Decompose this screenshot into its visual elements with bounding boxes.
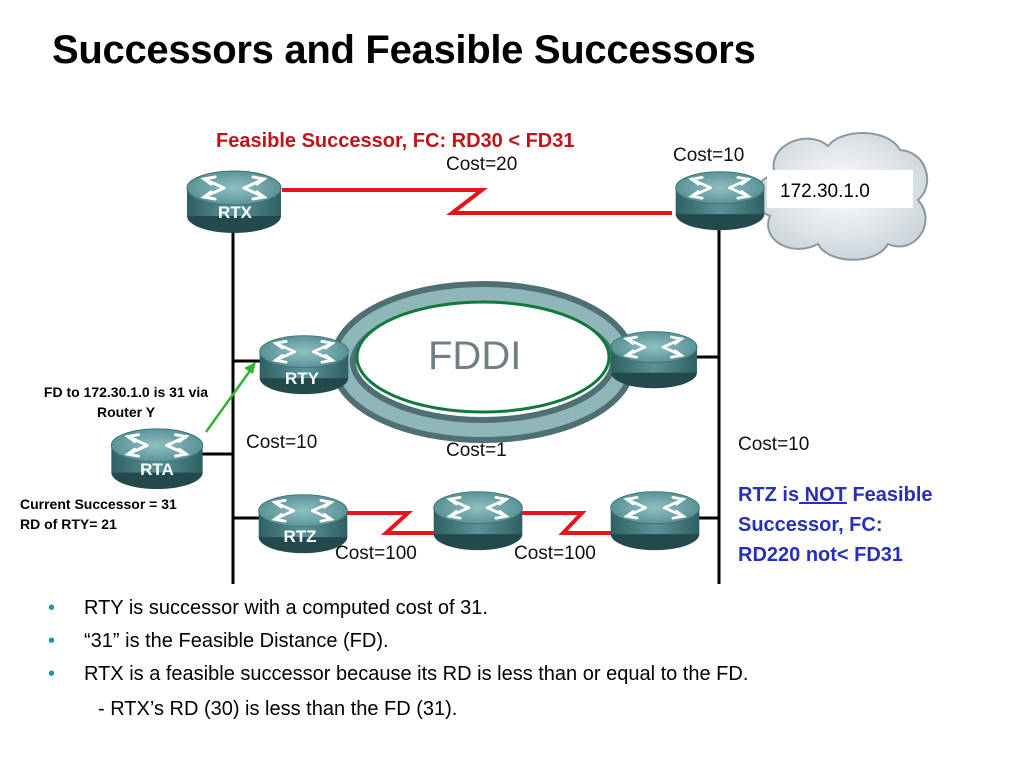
cost-rtz-link-2: Cost=100	[514, 543, 596, 564]
cost-rtx-link: Cost=20	[446, 154, 518, 175]
router-rty: RTY	[258, 334, 350, 396]
bullet-list: • RTY is successor with a computed cost o…	[48, 594, 748, 693]
cost-cloud-router: Cost=10	[673, 145, 745, 166]
rd-rty-line: RD of RTY= 21	[20, 516, 117, 532]
bullet-dot-icon: •	[48, 597, 56, 619]
cost-rta-rty: Cost=10	[246, 432, 318, 453]
router-rtz: RTZ	[257, 493, 349, 555]
bullet-dot-icon: •	[48, 663, 56, 685]
rtz-note-line-3: RD220 not< FD31	[738, 544, 904, 566]
rtz-serial-link-2	[520, 511, 612, 535]
router-bottom-right	[609, 490, 701, 552]
fd-note: FD to 172.30.1.0 is 31 via Router Y	[43, 384, 209, 420]
router-rty-label: RTY	[285, 369, 320, 388]
bullet-item: • RTY is successor with a computed cost o…	[48, 594, 748, 627]
rtz-note-line-2: Successor, FC:	[738, 514, 883, 536]
bullet-dot-icon: •	[48, 630, 56, 652]
successor-arrow	[204, 362, 256, 433]
router-rtx: RTX	[185, 169, 283, 235]
fddi-label: FDDI	[428, 334, 522, 378]
bullet-text: “31” is the Feasible Distance (FD).	[84, 630, 389, 652]
router-rta-label: RTA	[140, 460, 174, 479]
router-cloud-edge	[674, 170, 766, 232]
current-successor-note: Current Successor = 31 RD of RTY= 21	[20, 494, 177, 534]
rtx-rd-subnote: - RTX’s RD (30) is less than the FD (31)…	[98, 698, 458, 720]
bullet-text: RTY is successor with a computed cost of…	[84, 597, 488, 619]
rtx-serial-link	[282, 188, 672, 215]
cost-rtz-link-1: Cost=100	[335, 543, 417, 564]
rtz-note-not: NOT	[799, 484, 847, 506]
feasible-successor-label: Feasible Successor, FC: RD30 < FD31	[216, 130, 575, 152]
cost-right-vertical: Cost=10	[738, 434, 810, 455]
network-cloud	[754, 132, 929, 261]
router-rtz-label: RTZ	[283, 527, 316, 546]
bullet-item: • “31” is the Feasible Distance (FD).	[48, 627, 748, 660]
rtz-serial-link-1	[343, 511, 436, 535]
router-rtx-label: RTX	[218, 203, 253, 222]
cost-fddi: Cost=1	[446, 440, 507, 461]
rtz-note-prefix: RTZ is	[738, 484, 800, 506]
router-fddi-right	[609, 330, 699, 390]
rtz-note-suffix: Feasible	[846, 484, 933, 506]
bullet-text: RTX is a feasible successor because its …	[84, 663, 749, 685]
current-successor-line: Current Successor = 31	[20, 496, 177, 512]
cloud-network-label: 172.30.1.0	[780, 181, 870, 202]
rtz-not-feasible-note: RTZ is NOT Feasible Successor, FC: RD220…	[738, 480, 933, 570]
slide-title: Successors and Feasible Successors	[52, 28, 756, 72]
bullet-item: • RTX is a feasible successor because its…	[48, 660, 748, 693]
router-bottom-middle	[432, 490, 524, 552]
router-rta: RTA	[109, 427, 205, 491]
rtz-note-line-1: RTZ is NOT Feasible	[738, 480, 933, 510]
